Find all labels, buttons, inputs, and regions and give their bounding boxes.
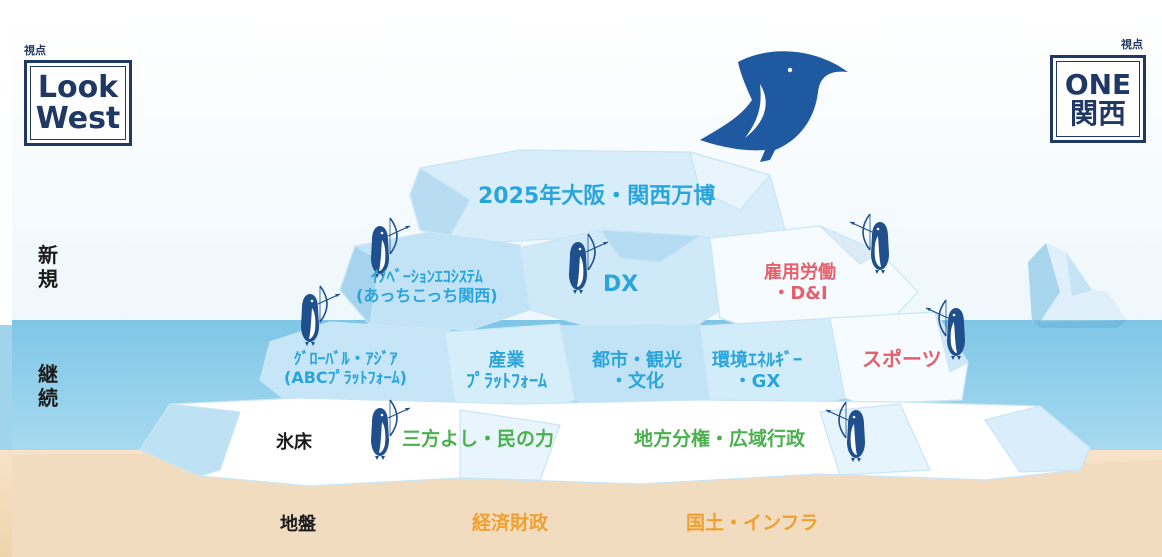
topic-decentralization: 地方分権・広域行政 — [634, 428, 806, 450]
one-kansai-line1: ONE — [1064, 67, 1132, 101]
row-label-ice-floor: 氷床 — [276, 432, 312, 453]
look-west-panel: Look West — [24, 60, 132, 146]
topic-economy-finance: 経済財政 — [472, 512, 549, 534]
topic-urban-line1: 都市・観光 — [592, 350, 682, 371]
row-label-bedrock: 地盤 — [280, 514, 316, 535]
one-kansai-line2: 関西 — [1069, 97, 1126, 130]
topic-global-line2: (ABCﾌﾟﾗｯﾄﾌｫｰﾑ) — [284, 367, 407, 387]
topic-sanpo-yoshi: 三方よし・民の力 — [402, 428, 555, 450]
topic-environment-line2: ・GX — [733, 371, 781, 393]
topic-expo: 2025年大阪・関西万博 — [478, 184, 716, 209]
topic-dx: DX — [603, 272, 639, 297]
topic-environment: 環境ｴﾈﾙｷﾞｰ ・GX — [712, 350, 802, 392]
look-west-line1: Look — [37, 69, 119, 105]
flying-penguin-icon — [700, 51, 848, 162]
topic-innovation-line1: ｲﾉﾍﾞｰｼｮﾝｴｺｼｽﾃﾑ — [370, 267, 483, 286]
topic-urban-line2: ・文化 — [610, 371, 664, 393]
topic-global-asia: ｸﾞﾛｰﾊﾞﾙ・ｱｼﾞｱ (ABCﾌﾟﾗｯﾄﾌｫｰﾑ) — [284, 349, 407, 388]
row-label-continuing-1: 継 — [38, 362, 58, 386]
left-viewpoint-label: 視点 — [24, 44, 46, 57]
row-label-continuing: 継 続 — [38, 362, 58, 410]
distant-iceberg — [1028, 243, 1126, 328]
topic-land-infrastructure: 国土・インフラ — [686, 512, 819, 534]
topic-industry: 産業 ﾌﾟﾗｯﾄﾌｫｰﾑ — [466, 350, 547, 392]
look-west-line2: West — [35, 101, 121, 136]
one-kansai-panel: ONE 関西 — [1050, 55, 1146, 143]
topic-innovation-line2: (あっちこっち関西) — [356, 285, 498, 305]
topic-industry-line1: 産業 — [488, 350, 525, 371]
topic-innovation: ｲﾉﾍﾞｰｼｮﾝｴｺｼｽﾃﾑ (あっちこっち関西) — [356, 267, 498, 306]
topic-sports: スポーツ — [862, 347, 942, 371]
topic-employment-line2: ・D&I — [772, 283, 828, 305]
topic-global-line1: ｸﾞﾛｰﾊﾞﾙ・ｱｼﾞｱ — [293, 349, 398, 368]
right-viewpoint-label: 視点 — [1121, 38, 1143, 51]
row-label-continuing-2: 続 — [38, 386, 58, 410]
row-label-new: 新 規 — [38, 243, 58, 291]
row-label-new-2: 規 — [38, 267, 58, 291]
topic-employment-line1: 雇用労働 — [764, 262, 836, 283]
topic-urban: 都市・観光 ・文化 — [592, 350, 682, 392]
topic-environment-line1: 環境ｴﾈﾙｷﾞｰ — [712, 350, 802, 371]
row-label-new-1: 新 — [38, 243, 58, 267]
topic-industry-line2: ﾌﾟﾗｯﾄﾌｫｰﾑ — [466, 371, 547, 393]
topic-employment: 雇用労働 ・D&I — [764, 262, 836, 304]
